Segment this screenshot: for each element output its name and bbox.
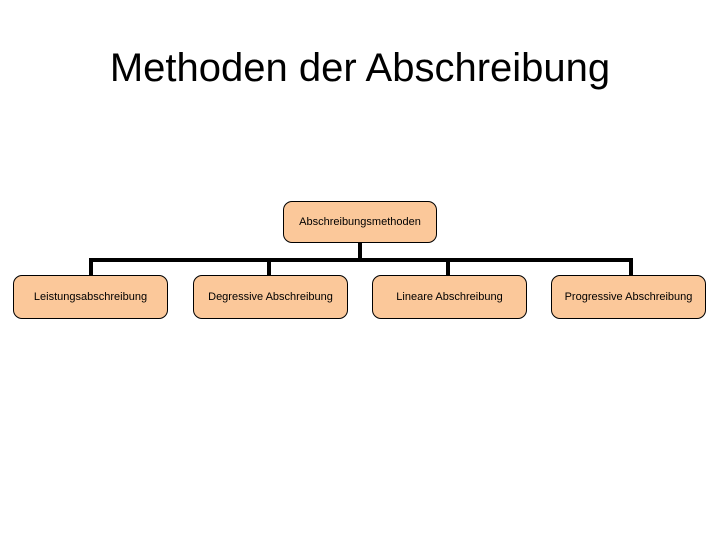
connector-drop-leistungsabschreibung [89, 258, 93, 277]
org-node-leistungsabschreibung[interactable]: Leistungsabschreibung [13, 275, 168, 319]
org-node-root-label: Abschreibungsmethoden [299, 215, 421, 228]
connector-drop-progressive-abschreibung [629, 258, 633, 277]
connector-horizontal-bus [89, 258, 633, 262]
org-node-label: Leistungsabschreibung [33, 290, 148, 303]
org-node-label: Progressive Abschreibung [564, 290, 693, 303]
org-node-lineare-abschreibung[interactable]: Lineare Abschreibung [372, 275, 527, 319]
connector-root-stem [358, 242, 362, 262]
org-node-degressive-abschreibung[interactable]: Degressive Abschreibung [193, 275, 348, 319]
org-node-label: Lineare Abschreibung [396, 290, 503, 303]
org-node-label: Degressive Abschreibung [208, 290, 333, 303]
connector-drop-lineare-abschreibung [446, 258, 450, 277]
connector-drop-degressive-abschreibung [267, 258, 271, 277]
org-node-progressive-abschreibung[interactable]: Progressive Abschreibung [551, 275, 706, 319]
org-node-root[interactable]: Abschreibungsmethoden [283, 201, 437, 243]
page-title: Methoden der Abschreibung [109, 46, 611, 90]
